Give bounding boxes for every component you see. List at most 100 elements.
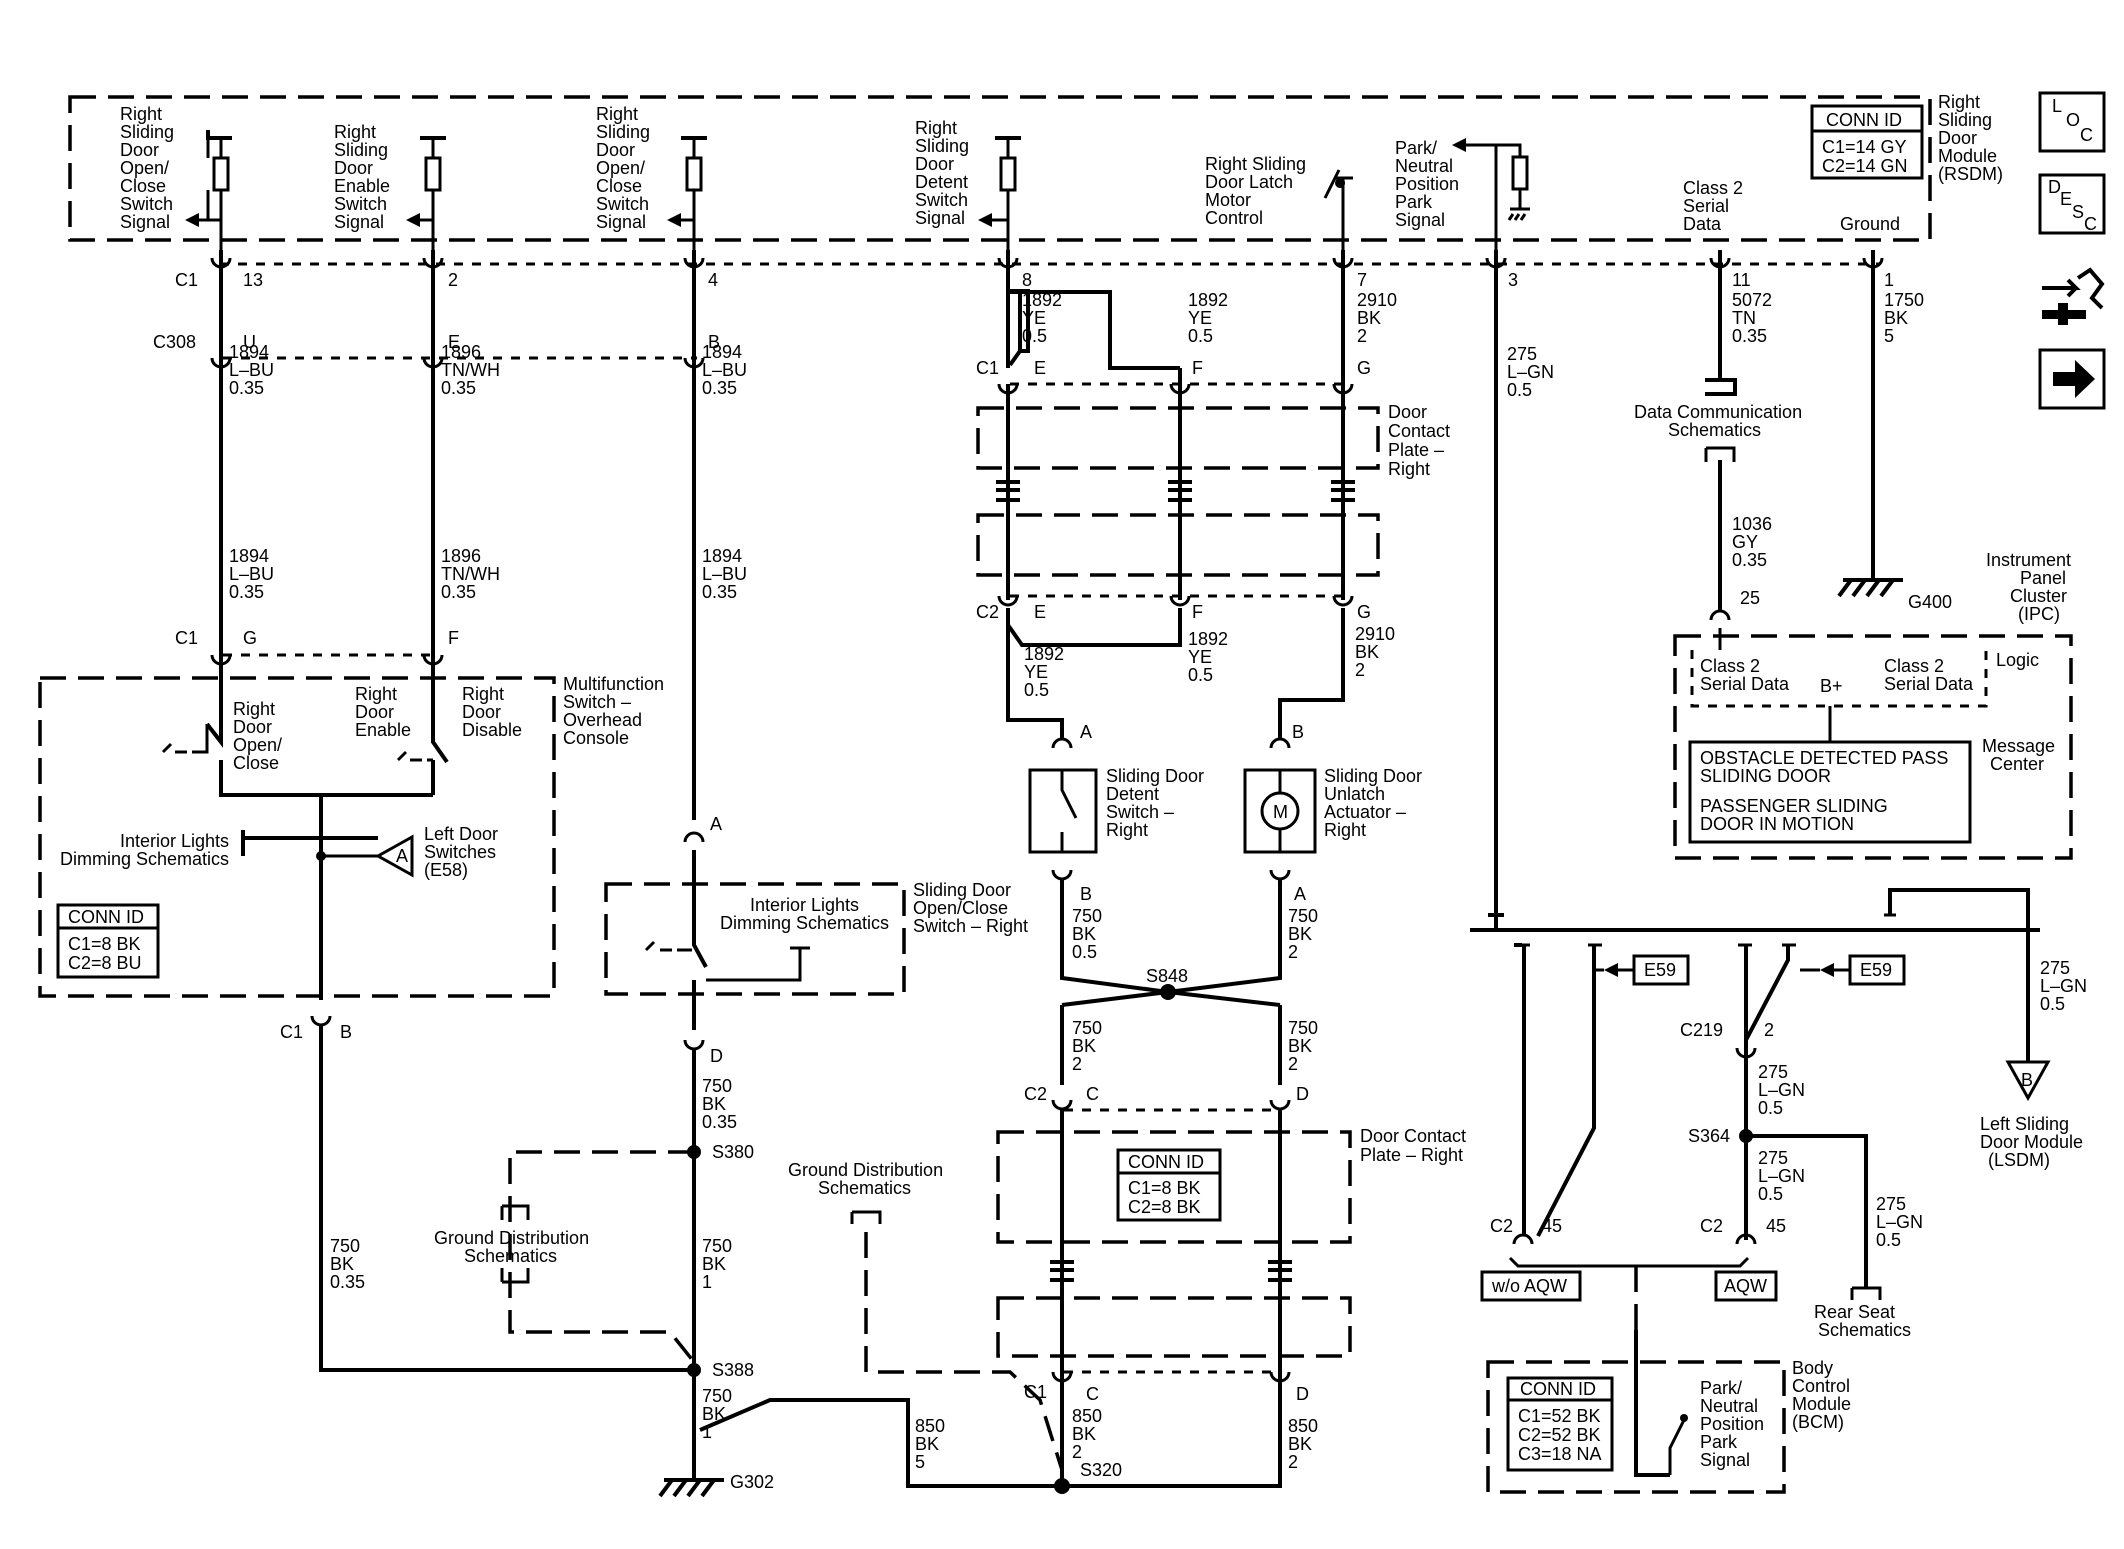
- svg-text:YE: YE: [1188, 647, 1212, 667]
- wire-runs: [219, 250, 1875, 915]
- svg-text:CONN ID: CONN ID: [68, 907, 144, 927]
- svg-text:0.5: 0.5: [1507, 380, 1532, 400]
- svg-text:TN/WH: TN/WH: [441, 360, 500, 380]
- svg-text:Close: Close: [596, 176, 642, 196]
- svg-text:Door: Door: [120, 140, 159, 160]
- svg-text:0.35: 0.35: [702, 582, 737, 602]
- svg-text:1: 1: [702, 1422, 712, 1442]
- door-contact-plate-top: C1 E F G Door Contact Plate – Right C2 E…: [976, 358, 1450, 622]
- desc-icon[interactable]: D E S C: [2038, 173, 2106, 235]
- svg-text:Door Module: Door Module: [1980, 1132, 2083, 1152]
- svg-text:D: D: [710, 1046, 723, 1066]
- svg-text:CONN ID: CONN ID: [1826, 110, 1902, 130]
- svg-text:Door: Door: [1938, 128, 1977, 148]
- svg-text:D: D: [2048, 177, 2061, 197]
- svg-text:275: 275: [2040, 958, 2070, 978]
- svg-text:L–BU: L–BU: [229, 360, 274, 380]
- svg-text:S380: S380: [712, 1142, 754, 1162]
- svg-text:Right: Right: [334, 122, 376, 142]
- svg-text:275: 275: [1758, 1148, 1788, 1168]
- loc-icon[interactable]: L O C: [2038, 91, 2106, 153]
- svg-text:TN: TN: [1732, 308, 1756, 328]
- svg-text:(E58): (E58): [424, 860, 468, 880]
- svg-text:Schematics: Schematics: [464, 1246, 557, 1266]
- svg-text:Sliding: Sliding: [1938, 110, 1992, 130]
- arrow-right-icon[interactable]: [2038, 348, 2106, 410]
- svg-text:0.35: 0.35: [1732, 550, 1767, 570]
- svg-text:O: O: [2066, 110, 2080, 130]
- svg-text:Class 2: Class 2: [1683, 178, 1743, 198]
- svg-text:Switch: Switch: [596, 194, 649, 214]
- svg-text:Body: Body: [1792, 1358, 1833, 1378]
- svg-text:U: U: [243, 332, 256, 352]
- svg-text:A: A: [396, 846, 408, 866]
- svg-text:1892: 1892: [1022, 290, 1062, 310]
- svg-text:CONN ID: CONN ID: [1520, 1379, 1596, 1399]
- svg-text:M: M: [1273, 802, 1288, 822]
- svg-text:Detent: Detent: [1106, 784, 1159, 804]
- svg-text:S: S: [2072, 202, 2084, 222]
- svg-text:2: 2: [1072, 1054, 1082, 1074]
- svg-text:Door Latch: Door Latch: [1205, 172, 1293, 192]
- svg-text:C: C: [2084, 214, 2097, 234]
- svg-text:1896: 1896: [441, 546, 481, 566]
- ground-g302: G302: [658, 1472, 774, 1498]
- svg-text:Unlatch: Unlatch: [1324, 784, 1385, 804]
- svg-text:Switch –: Switch –: [1106, 802, 1174, 822]
- svg-text:0.5: 0.5: [1758, 1098, 1783, 1118]
- svg-text:YE: YE: [1024, 662, 1048, 682]
- connector-icon[interactable]: [2042, 267, 2105, 325]
- svg-text:C219: C219: [1680, 1020, 1723, 1040]
- svg-text:Serial Data: Serial Data: [1700, 674, 1790, 694]
- multifunction-switch: C308 U E B 1894 L–BU 0.35 1896 TN/WH 0.3…: [38, 332, 747, 1372]
- svg-text:C1=8 BK: C1=8 BK: [1128, 1178, 1201, 1198]
- svg-text:Open/: Open/: [120, 158, 169, 178]
- svg-text:1750: 1750: [1884, 290, 1924, 310]
- svg-text:1036: 1036: [1732, 514, 1772, 534]
- svg-text:Position: Position: [1700, 1414, 1764, 1434]
- svg-text:L–GN: L–GN: [1507, 362, 1554, 382]
- svg-text:Door: Door: [915, 154, 954, 174]
- svg-text:750: 750: [1288, 1018, 1318, 1038]
- bcm-conn-id-table: CONN ID C1=52 BK C2=52 BK C3=18 NA: [1506, 1376, 1614, 1472]
- svg-text:YE: YE: [1188, 308, 1212, 328]
- svg-text:750: 750: [702, 1236, 732, 1256]
- svg-text:S364: S364: [1688, 1126, 1730, 1146]
- svg-text:Switch –: Switch –: [563, 692, 631, 712]
- svg-text:L: L: [2052, 96, 2062, 116]
- svg-text:S848: S848: [1146, 966, 1188, 986]
- svg-text:Door: Door: [1388, 402, 1427, 422]
- svg-text:0.35: 0.35: [229, 378, 264, 398]
- wire-labels-top: 1894 L–BU 0.35 1896 TN/WH 0.35 1894 L–BU…: [229, 290, 1924, 400]
- svg-text:750: 750: [330, 1236, 360, 1256]
- svg-text:1892: 1892: [1024, 644, 1064, 664]
- svg-text:A: A: [1294, 884, 1306, 904]
- svg-text:Cluster: Cluster: [2010, 586, 2067, 606]
- door-contact-plate-bottom: C2 C D CONN ID C1=8 BK C2=8 BK Door Cont…: [996, 1084, 1466, 1472]
- svg-text:Ground Distribution: Ground Distribution: [434, 1228, 589, 1248]
- svg-text:TN/WH: TN/WH: [441, 564, 500, 584]
- svg-text:SLIDING DOOR: SLIDING DOOR: [1700, 766, 1831, 786]
- svg-text:C: C: [1086, 1084, 1099, 1104]
- svg-text:B: B: [1080, 884, 1092, 904]
- svg-text:G: G: [243, 628, 257, 648]
- svg-text:Right Sliding: Right Sliding: [1205, 154, 1306, 174]
- svg-text:C1=52 BK: C1=52 BK: [1518, 1406, 1601, 1426]
- svg-text:C2: C2: [1700, 1216, 1723, 1236]
- svg-text:Sliding Door: Sliding Door: [1324, 766, 1422, 786]
- sliding-door-open-close-switch: A Interior Lights Dimming Schematics Sli…: [604, 814, 1028, 1480]
- svg-text:8: 8: [1022, 270, 1032, 290]
- svg-text:850: 850: [1288, 1416, 1318, 1436]
- svg-text:BK: BK: [1072, 924, 1096, 944]
- svg-text:Center: Center: [1990, 754, 2044, 774]
- svg-text:1: 1: [702, 1272, 712, 1292]
- svg-text:YE: YE: [1022, 308, 1046, 328]
- svg-text:Plate –: Plate –: [1388, 440, 1444, 460]
- svg-text:A: A: [1080, 722, 1092, 742]
- svg-text:Right: Right: [596, 104, 638, 124]
- svg-text:0.35: 0.35: [330, 1272, 365, 1292]
- svg-text:2910: 2910: [1357, 290, 1397, 310]
- svg-text:2: 2: [1355, 660, 1365, 680]
- svg-text:750: 750: [1288, 906, 1318, 926]
- svg-text:w/o AQW: w/o AQW: [1491, 1276, 1567, 1296]
